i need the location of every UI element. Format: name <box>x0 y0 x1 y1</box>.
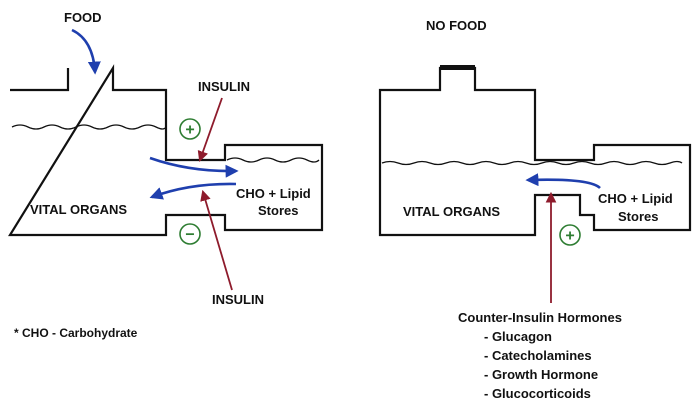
flow-arrow-to-organs <box>149 182 237 200</box>
food-label: FOOD <box>64 10 102 25</box>
hormone-item: - Growth Hormone <box>484 367 598 382</box>
left-vital-organs-label: VITAL ORGANS <box>30 202 127 217</box>
right-plus-circle-icon <box>559 224 581 246</box>
closed-lid <box>440 65 475 70</box>
footnote: * CHO - Carbohydrate <box>14 326 138 340</box>
hormone-item: - Glucocorticoids <box>484 386 591 401</box>
hormones-title: Counter-Insulin Hormones <box>458 310 622 325</box>
insulin-top-arrow <box>197 97 223 163</box>
no-food-label: NO FOOD <box>426 18 487 33</box>
left-minus-sign: − <box>185 227 194 244</box>
left-diagram: + − FOOD INSULIN INSULIN VITAL ORGANS CH… <box>8 10 324 340</box>
hormone-item: - Catecholamines <box>484 348 592 363</box>
right-vital-organs-label: VITAL ORGANS <box>403 204 500 219</box>
right-plus-sign: + <box>565 228 574 245</box>
right-stores-label-line2: Stores <box>618 209 658 224</box>
right-tank-fluid-line <box>381 160 683 166</box>
left-tank-fluid-line <box>11 124 167 130</box>
hormone-item: - Glucagon <box>484 329 552 344</box>
left-plus-sign: + <box>185 122 194 139</box>
left-stores-label-line1: CHO + Lipid <box>236 186 311 201</box>
left-plus-circle-icon <box>179 118 201 140</box>
stores-release-arrow <box>525 173 601 190</box>
left-stores-label-line2: Stores <box>258 203 298 218</box>
left-minus-circle-icon <box>179 223 201 245</box>
insulin-bottom-label: INSULIN <box>212 292 264 307</box>
left-vessel-outline <box>8 64 324 237</box>
left-stores-fluid-line <box>226 157 320 163</box>
insulin-bottom-arrow <box>200 189 233 291</box>
flow-arrow-to-stores <box>149 156 239 178</box>
insulin-top-label: INSULIN <box>198 79 250 94</box>
right-stores-label-line1: CHO + Lipid <box>598 191 673 206</box>
food-arrow <box>71 28 101 75</box>
right-diagram: + NO FOOD VITAL ORGANS CHO + Lipid Store… <box>378 18 692 401</box>
